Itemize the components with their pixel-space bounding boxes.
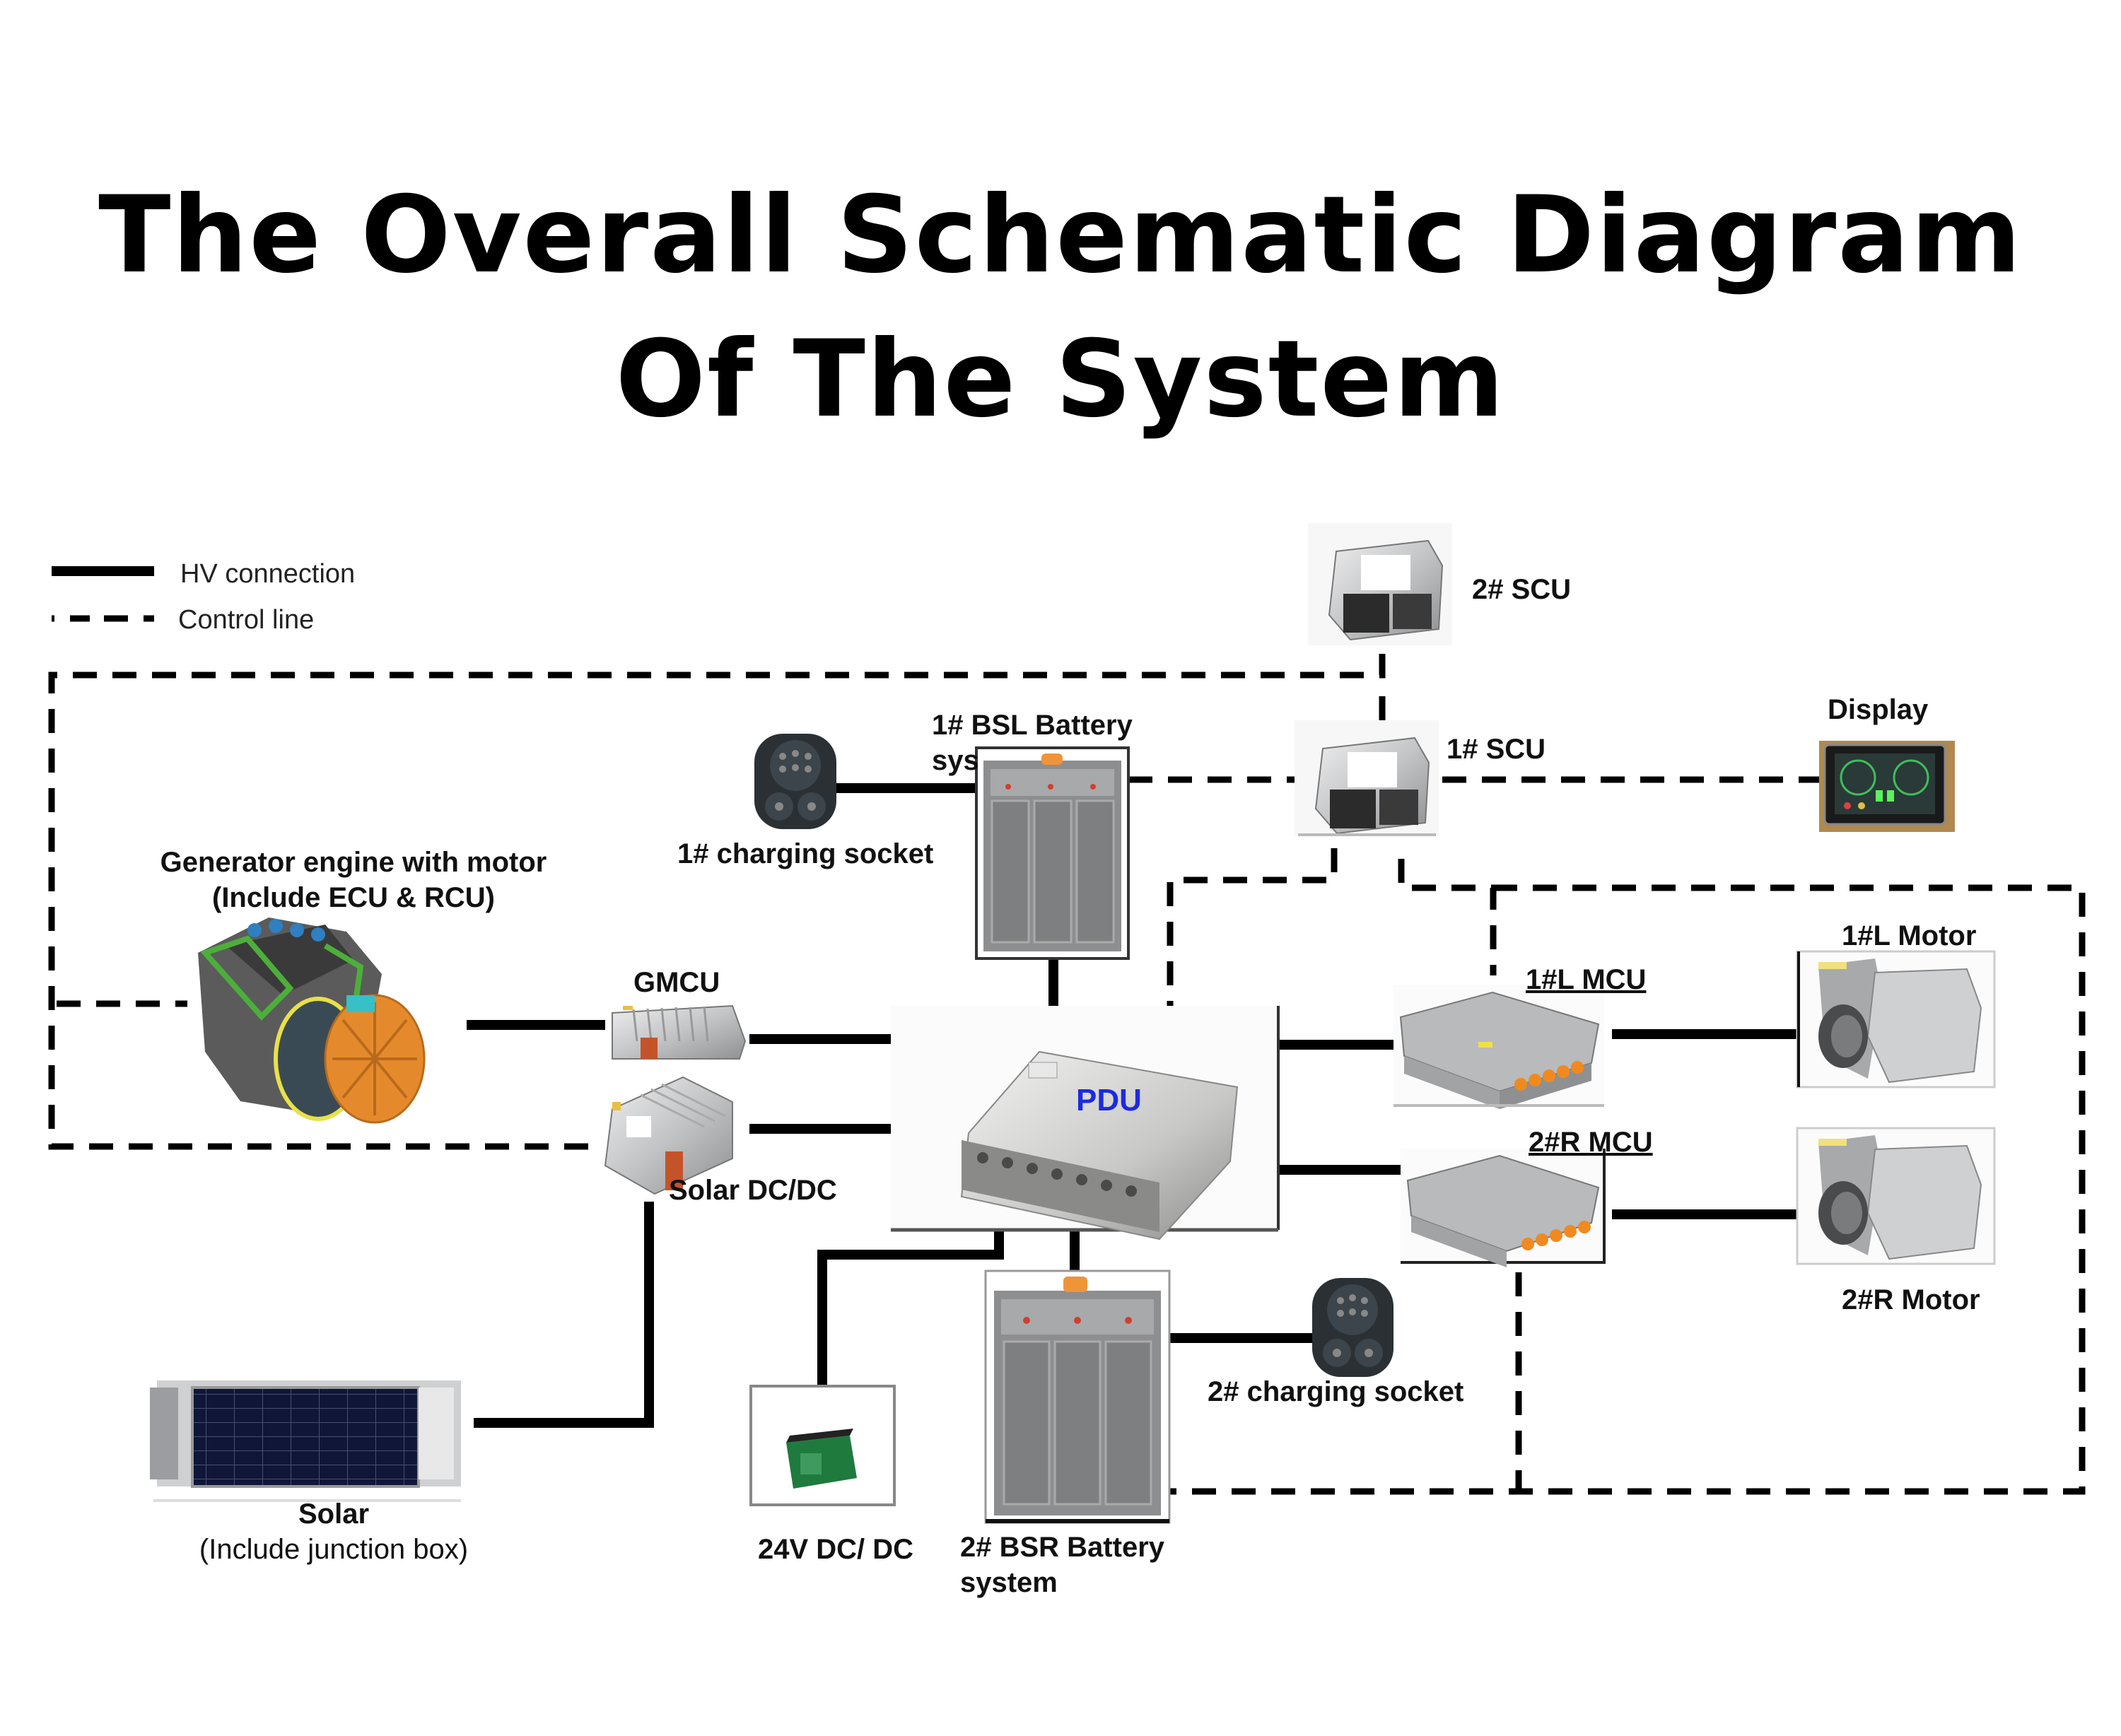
- scu1-label: 1# SCU: [1447, 734, 1546, 765]
- bsl-battery-label-2: sys: [932, 745, 979, 776]
- control-line-right-loop: [1169, 884, 2086, 1495]
- display-icon[interactable]: [1819, 741, 1955, 832]
- engine-icon[interactable]: [198, 917, 426, 1124]
- solar-label-2: (Include junction box): [199, 1534, 469, 1565]
- gmcu-icon[interactable]: [612, 1004, 747, 1060]
- mcu-l-icon[interactable]: [1393, 985, 1604, 1109]
- mcu-r-label: 2#R MCU: [1529, 1127, 1653, 1158]
- socket2-label: 2# charging socket: [1208, 1376, 1464, 1407]
- legend: [52, 566, 154, 622]
- socket1-icon[interactable]: [754, 734, 836, 829]
- bsl-battery-icon[interactable]: [975, 746, 1130, 960]
- motor-l-label: 1#L Motor: [1842, 920, 1977, 951]
- bsl-battery-label-1: 1# BSL Battery: [932, 710, 1133, 741]
- hv-line-pdu-24v: [817, 1230, 1004, 1386]
- dcdc-24v-label: 24V DC/ DC: [758, 1534, 914, 1565]
- socket2-icon[interactable]: [1312, 1278, 1393, 1377]
- solar-label-1: Solar: [298, 1499, 370, 1530]
- control-line-scu2-engine: [48, 654, 1386, 1150]
- bsr-battery-label-2: system: [960, 1567, 1058, 1598]
- control-line-scu1-pdu: [1167, 848, 1338, 1006]
- bsr-battery-icon[interactable]: [984, 1269, 1171, 1524]
- solar-dcdc-icon[interactable]: [604, 1076, 733, 1195]
- legend-hv-label: HV connection: [180, 559, 356, 589]
- gmcu-label: GMCU: [633, 967, 720, 998]
- display-label: Display: [1828, 694, 1929, 725]
- solar-panel-icon[interactable]: [150, 1380, 461, 1502]
- title-line-2: Of The System: [615, 318, 1506, 441]
- engine-label-1: Generator engine with motor: [160, 847, 547, 878]
- mcu-l-label: 1#L MCU: [1526, 964, 1647, 995]
- scu2-label: 2# SCU: [1472, 574, 1572, 605]
- hv-line-solar-solardcdc: [474, 1202, 654, 1428]
- hv-lines: [467, 783, 1797, 1428]
- legend-control-label: Control line: [178, 605, 315, 635]
- bsr-battery-label-1: 2# BSR Battery: [960, 1532, 1165, 1563]
- title-line-1: The Overall Schematic Diagram: [98, 174, 2023, 297]
- control-lines: [48, 654, 2086, 1495]
- control-line-scu1-mcu: [1398, 859, 1497, 975]
- pdu-label: PDU: [1076, 1083, 1142, 1118]
- mcu-r-icon[interactable]: [1401, 1149, 1606, 1267]
- scu2-icon[interactable]: [1308, 523, 1452, 645]
- socket1-label: 1# charging socket: [677, 838, 934, 869]
- motor-r-label: 2#R Motor: [1842, 1284, 1980, 1315]
- pdu-icon[interactable]: [891, 1006, 1280, 1241]
- scu1-icon[interactable]: [1295, 720, 1439, 836]
- motor-l-icon[interactable]: [1796, 950, 1996, 1089]
- engine-label-2: (Include ECU & RCU): [212, 882, 495, 913]
- motor-r-icon[interactable]: [1796, 1127, 1996, 1265]
- dcdc-24v-icon[interactable]: [749, 1385, 896, 1506]
- solar-dcdc-label: Solar DC/DC: [669, 1175, 837, 1206]
